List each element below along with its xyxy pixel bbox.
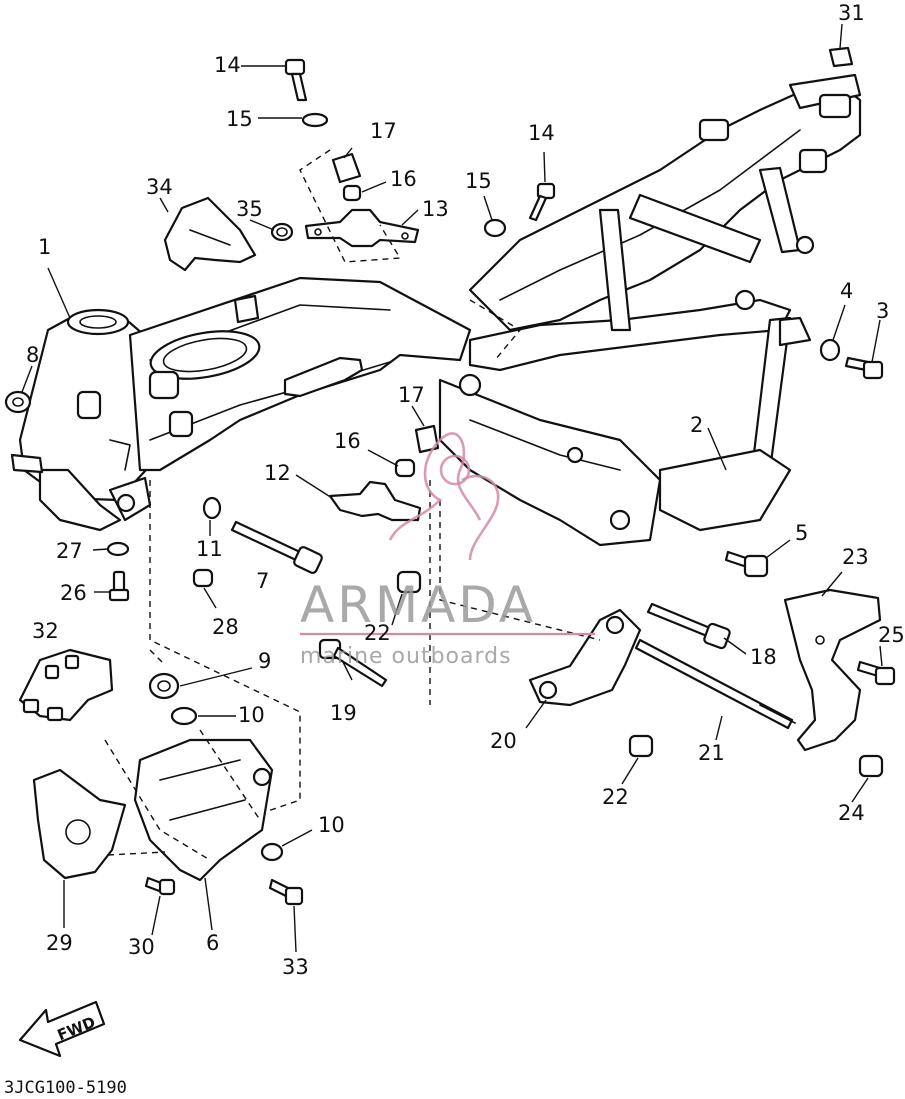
callout-20: 20 [490,729,517,753]
callout-31: 31 [838,1,865,25]
bolt-14-mid [528,182,556,222]
leader-lines [21,23,883,953]
washer-4 [819,338,841,362]
washer-15-mid [483,218,507,238]
callout-7: 7 [256,569,269,593]
bushing-8 [4,390,32,414]
callout-15: 15 [226,107,253,131]
callout-8: 8 [26,343,39,367]
callout-22: 22 [364,621,391,645]
cover-23 [783,588,882,752]
rear-frame [438,73,862,547]
callout-35: 35 [236,197,263,221]
bolt-18 [646,602,731,650]
callout-9: 9 [258,649,271,673]
callout-5: 5 [795,521,808,545]
forward-arrow-icon: FWD [18,1000,106,1058]
washer-27 [106,541,130,557]
watermark-brand: ARMADA [300,576,536,634]
callout-4: 4 [840,279,853,303]
callout-17: 17 [398,383,425,407]
armada-watermark: ARMADA marine outboards [300,432,595,669]
washer-15-top [301,112,329,128]
callout-3: 3 [876,299,889,323]
damper-9 [148,672,180,700]
callout-18: 18 [750,645,777,669]
bushing-17-top [331,152,362,184]
bolt-3 [844,356,884,380]
callout-34: 34 [146,175,173,199]
washer-11 [202,496,222,520]
callout-10: 10 [238,703,265,727]
callout-15: 15 [465,169,492,193]
bracket-20 [528,608,642,707]
nut-24 [858,754,884,778]
callout-12: 12 [264,461,291,485]
callout-25: 25 [878,623,905,647]
bolt-5 [724,550,769,578]
callout-14: 14 [528,121,555,145]
callout-10: 10 [318,813,345,837]
guard-29 [32,768,127,880]
bracket-13 [304,208,420,248]
bolt-19 [318,638,388,688]
armada-logo-icon [388,432,500,561]
callout-26: 26 [60,581,87,605]
collar-16-mid [394,458,416,478]
main-frame [10,276,472,532]
washer-10-lower [260,842,284,862]
bushing-17-mid [414,424,440,454]
callout-19: 19 [330,701,357,725]
collar-28 [192,568,214,588]
callout-28: 28 [212,615,239,639]
nut-31 [828,46,854,68]
bolt-33 [268,878,304,906]
clamp-32 [18,648,114,722]
bracket-12 [328,480,422,522]
bolt-21 [634,638,796,730]
cover-34 [163,196,257,272]
bolt-26 [108,570,130,602]
callout-30: 30 [128,935,155,959]
nut-22-mid [396,570,422,594]
callout-labels: 31 14 15 17 16 13 34 35 14 15 1 8 4 3 17… [26,1,905,979]
bolt-7 [230,520,323,574]
bolt-14-top [284,58,308,102]
callout-6: 6 [206,931,219,955]
callout-32: 32 [32,619,59,643]
watermark-tagline: marine outboards [300,644,512,669]
callout-17: 17 [370,119,397,143]
callout-13: 13 [422,197,449,221]
guard-bracket-6 [133,738,274,882]
callout-16: 16 [390,167,417,191]
collar-16-top [342,184,362,202]
callout-24: 24 [838,801,865,825]
callout-16: 16 [334,429,361,453]
callout-1: 1 [38,235,51,259]
bolt-25 [856,660,896,686]
grommet-35 [270,222,294,242]
callout-11: 11 [196,537,223,561]
bolt-30 [144,876,176,896]
diagram-code: 3JCG100-5190 [4,1078,127,1098]
callout-27: 27 [56,539,83,563]
callout-29: 29 [46,931,73,955]
nut-22-low [628,734,654,758]
washer-10-upper [170,706,198,726]
callout-21: 21 [698,741,725,765]
callout-14: 14 [214,53,241,77]
callout-33: 33 [282,955,309,979]
callout-2: 2 [690,413,703,437]
callout-22: 22 [602,785,629,809]
callout-23: 23 [842,545,869,569]
